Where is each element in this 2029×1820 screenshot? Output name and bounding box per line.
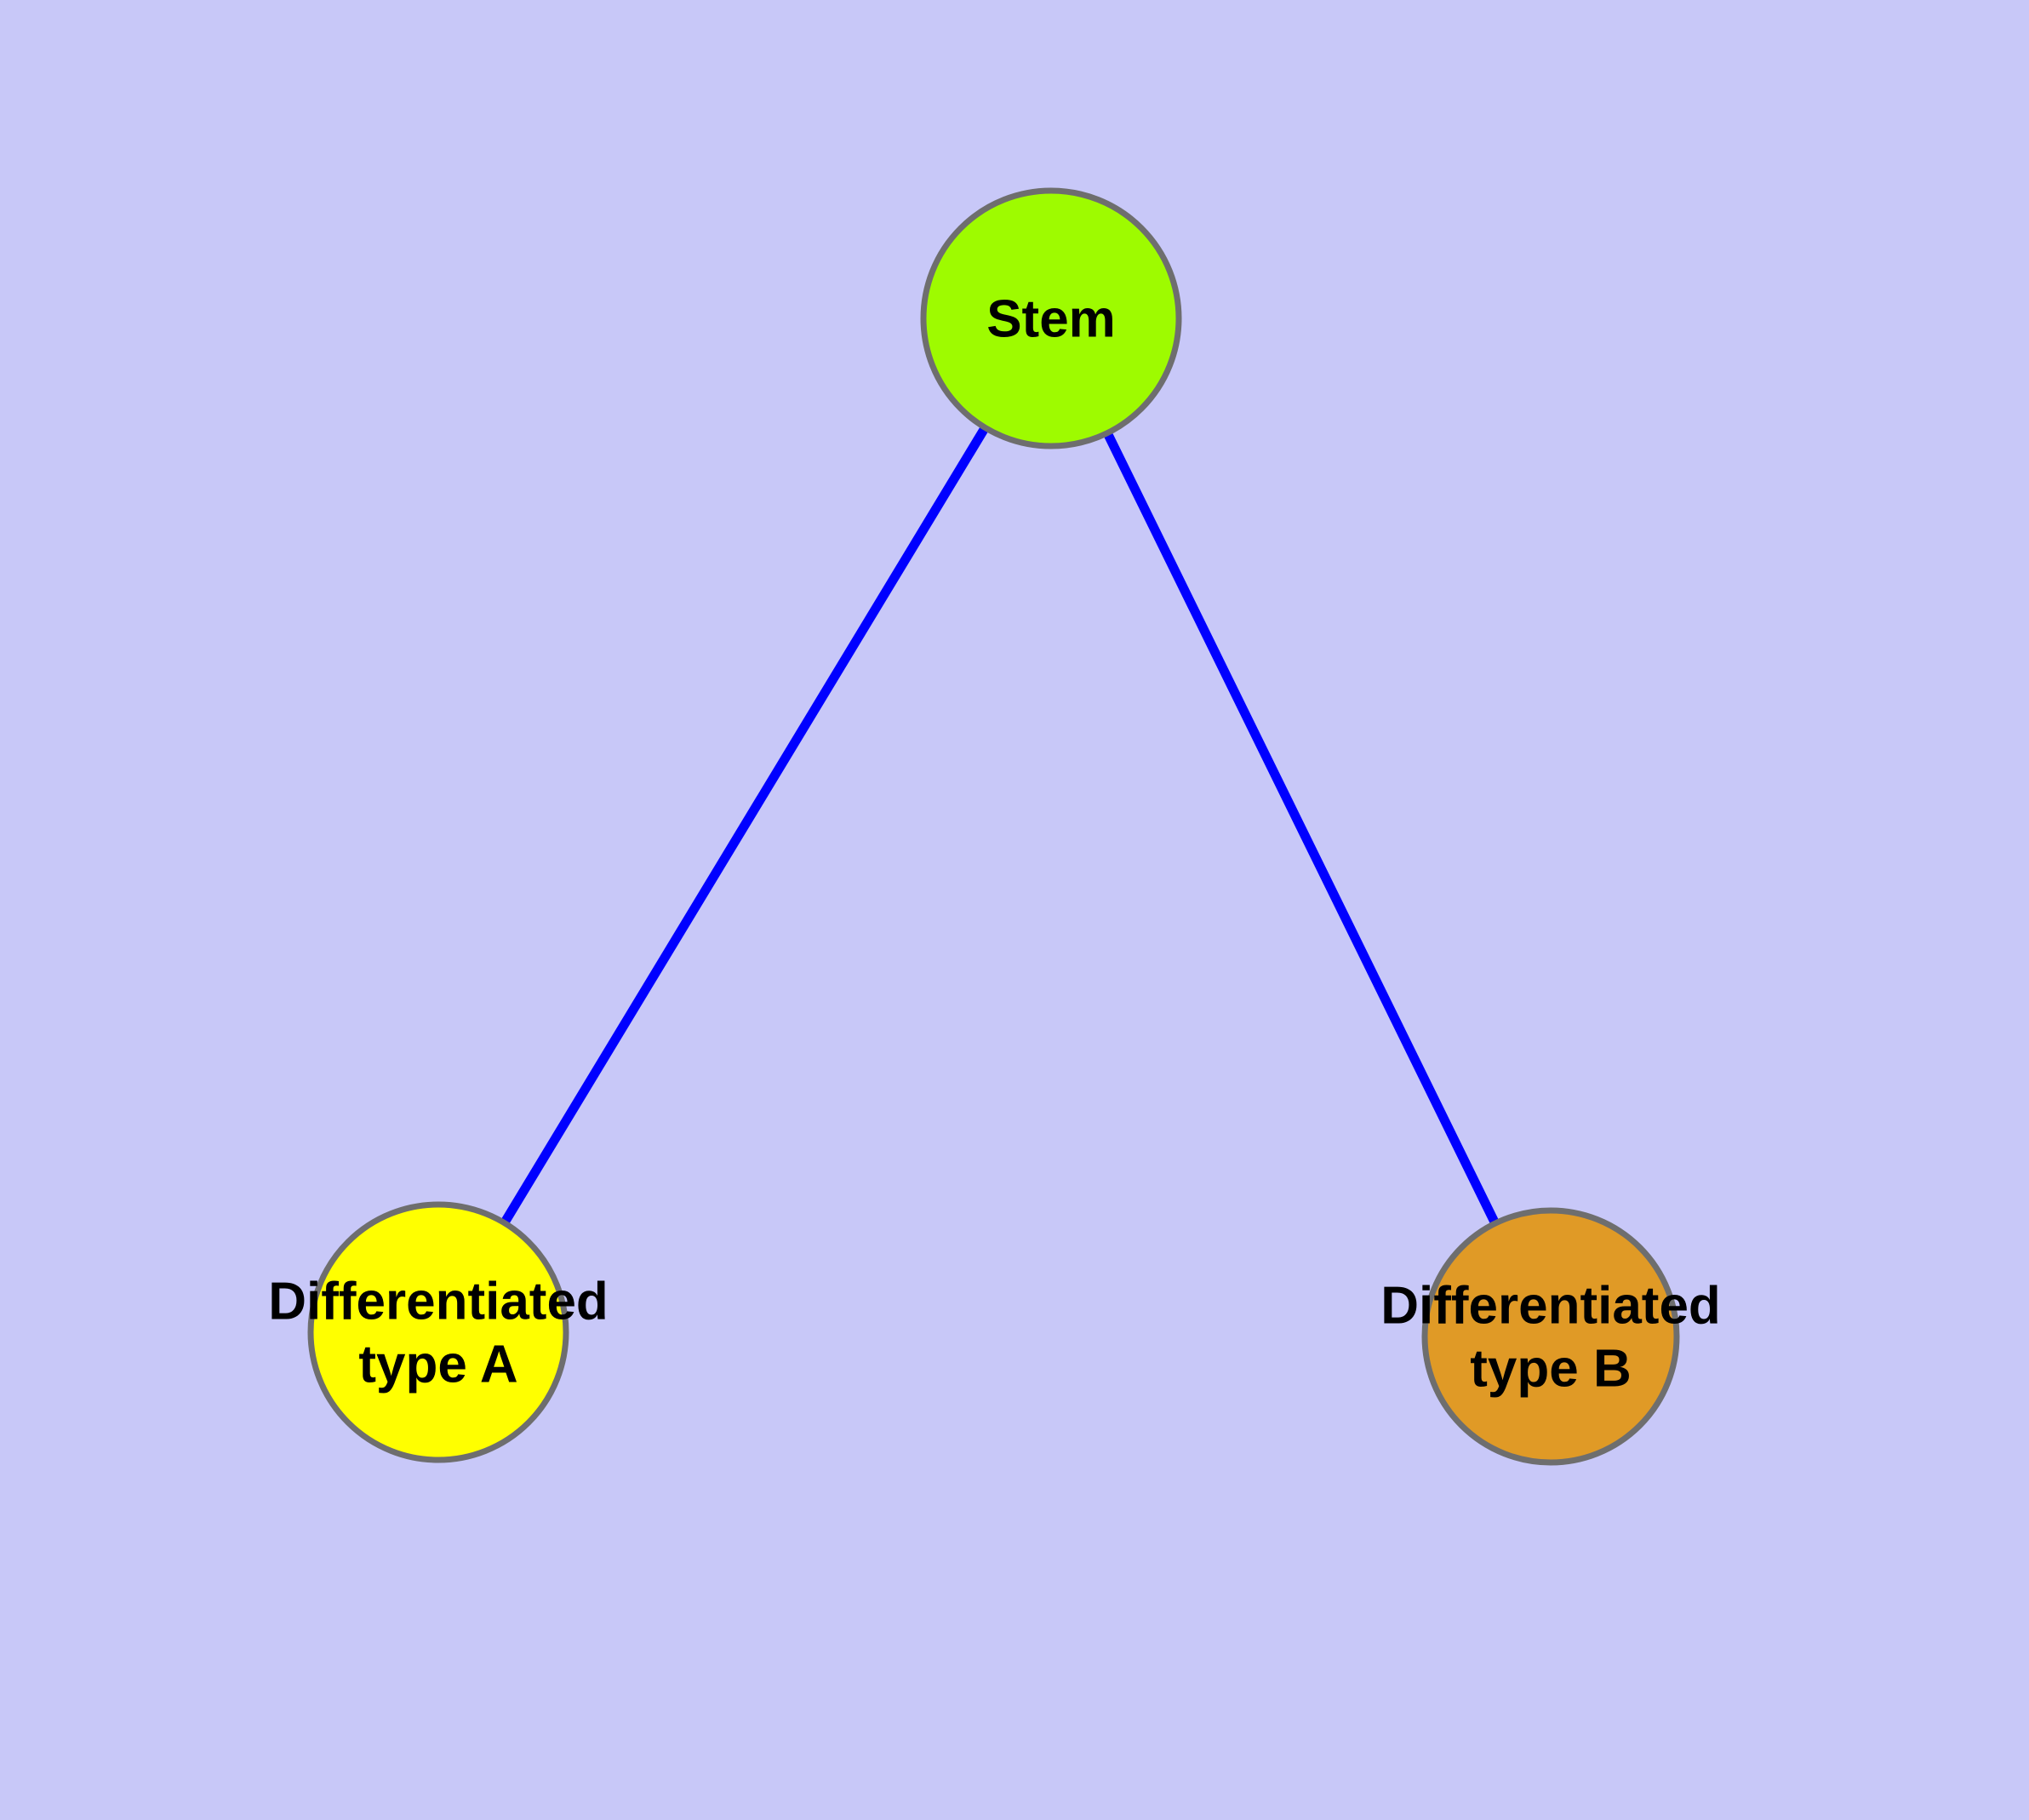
edge-layer	[434, 316, 1555, 1339]
node-circle-differentiated-type-b[interactable]	[1421, 1207, 1680, 1466]
node-label-stem: Stem	[986, 290, 1116, 349]
node-layer	[307, 187, 1680, 1466]
node-circle-differentiated-type-a[interactable]	[307, 1201, 569, 1463]
node-circle-stem[interactable]	[920, 187, 1182, 449]
edge-stem-to-differentiated-type-b	[1047, 316, 1555, 1339]
edge-stem-to-differentiated-type-a	[434, 316, 1055, 1335]
